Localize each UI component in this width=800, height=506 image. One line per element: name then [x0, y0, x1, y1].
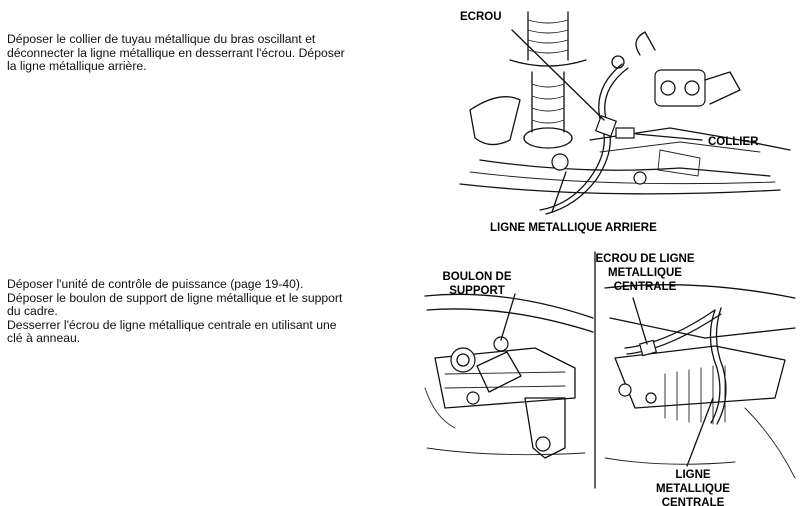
clamp-drawing: [615, 127, 635, 139]
label-boulon-1: BOULON DE: [443, 271, 512, 283]
metal-line-drawing: [539, 63, 623, 211]
frame-bracket-drawing: [469, 96, 521, 146]
shock-absorber-drawing: [509, 11, 587, 149]
caliper-drawing: [611, 31, 741, 107]
center-line-drawing: [709, 309, 721, 424]
label-ecrou-centrale-3: CENTRALE: [614, 281, 677, 293]
boulon-leader-line: [500, 293, 516, 341]
instruction-text-2: Déposer l'unité de contrôle de puissance…: [7, 277, 343, 345]
label-ecrou-centrale-2: METALLIQUE: [608, 267, 682, 279]
label-ecrou: ECROU: [460, 11, 502, 23]
label-collier: COLLIER: [708, 136, 759, 148]
figure-rear-metal-line: ECROU COLLIER LIGNE METALLIQUE ARRIERE: [440, 0, 800, 240]
ecrou-centrale-leader-line: [632, 297, 648, 345]
label-ligne-arriere: LIGNE METALLIQUE ARRIERE: [490, 222, 657, 234]
nut-drawing: [594, 114, 618, 138]
rear-line-illustration: ECROU COLLIER LIGNE METALLIQUE ARRIERE: [459, 11, 791, 234]
support-bolt-drawing: [493, 336, 509, 352]
label-ligne-centrale-3: CENTRALE: [662, 497, 725, 506]
ecrou-leader-line: [511, 29, 605, 121]
center-line-illustration: BOULON DE SUPPORT ECROU DE LIGNE METALLI…: [424, 251, 796, 506]
ligne-centrale-leader-line: [686, 397, 714, 467]
swing-arm-drawing: [479, 159, 771, 177]
collier-leader-line: [635, 133, 703, 141]
label-ligne-centrale-1: LIGNE: [675, 469, 710, 481]
ligne-arriere-leader-line: [551, 171, 567, 213]
instruction-text-1: Déposer le collier de tuyau métallique d…: [7, 32, 345, 73]
label-boulon-2: SUPPORT: [449, 285, 505, 297]
support-bracket-drawing: [476, 351, 522, 393]
figure-center-metal-line: BOULON DE SUPPORT ECROU DE LIGNE METALLI…: [415, 248, 800, 506]
label-ligne-centrale-2: METALLIQUE: [656, 483, 730, 495]
frame-tube-drawing: [424, 293, 594, 319]
label-ecrou-centrale-1: ECROU DE LIGNE: [595, 253, 694, 265]
